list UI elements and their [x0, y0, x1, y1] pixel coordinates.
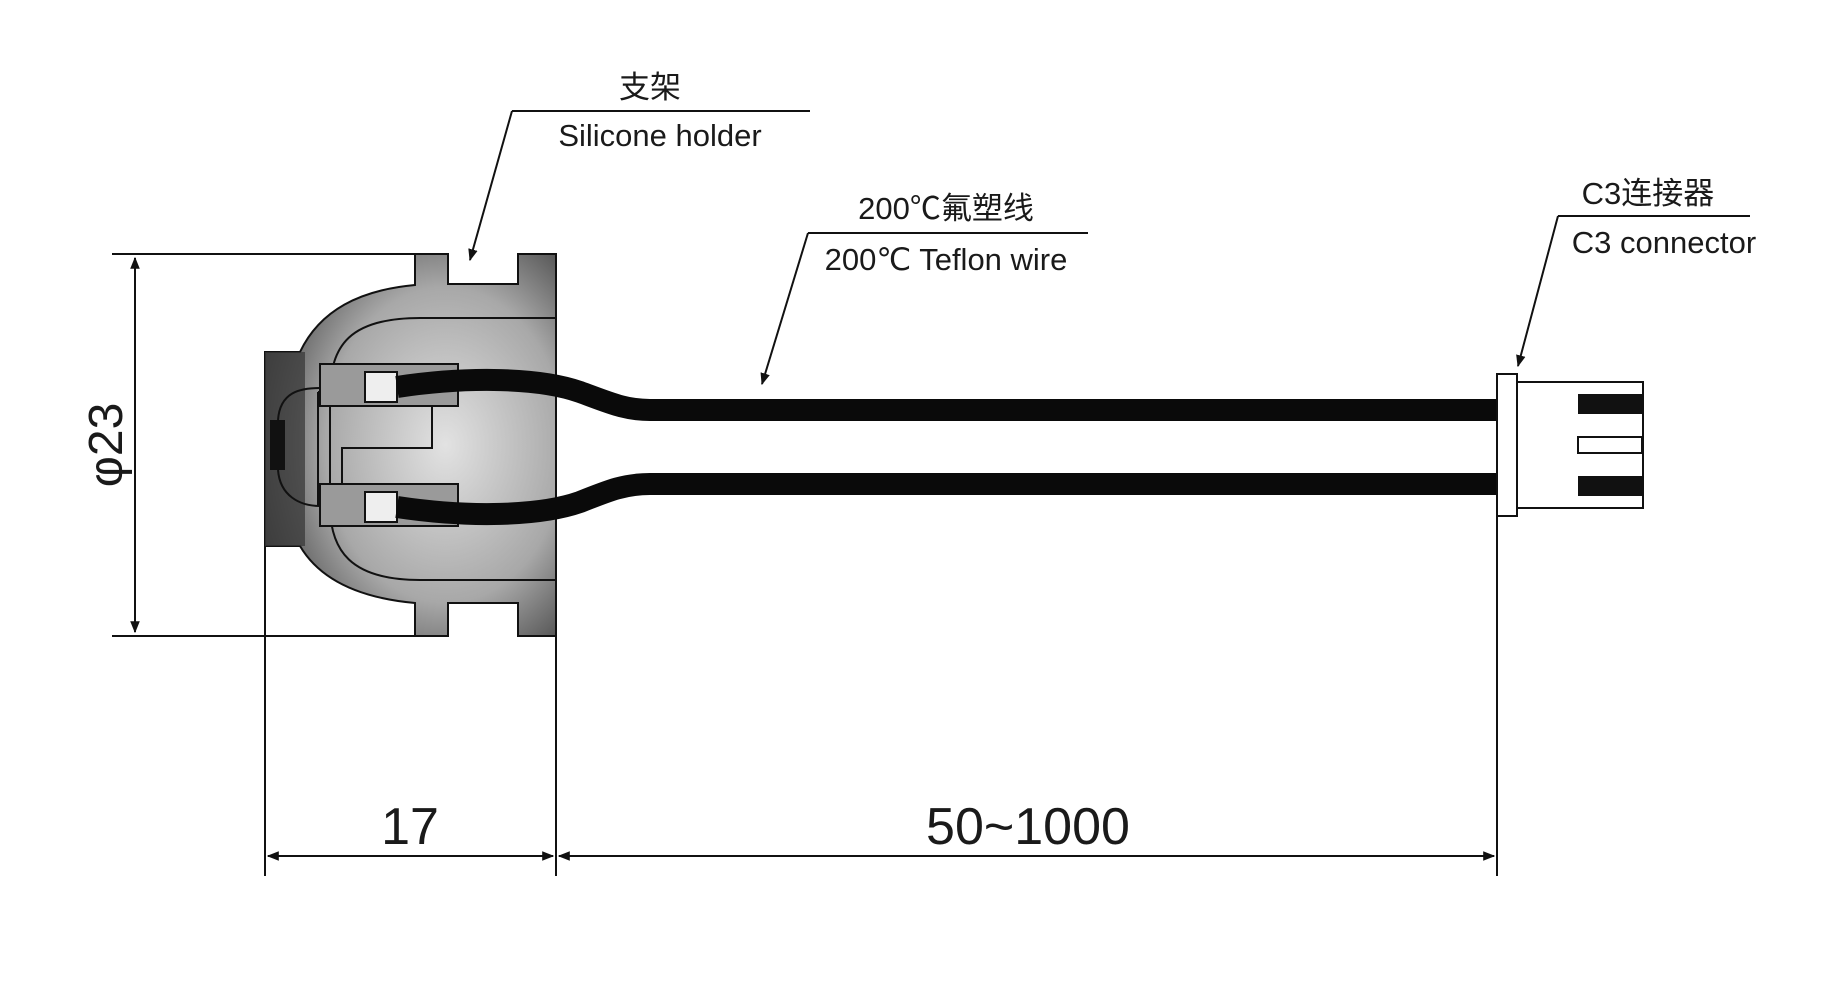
connector-pin-bottom: [1578, 476, 1642, 496]
holder-label-en: Silicone holder: [558, 118, 761, 153]
dimension-diameter: φ23: [80, 253, 420, 637]
chip-lead-lower: [277, 469, 321, 507]
connector-pin-middle: [1577, 436, 1643, 454]
holder-outline: [264, 253, 557, 637]
body-length-value: 17: [381, 798, 439, 856]
diameter-value: φ23: [80, 403, 133, 488]
dimension-cable-length: 50~1000: [557, 516, 1498, 876]
chip-lead-upper: [277, 387, 321, 421]
cable-length-value: 50~1000: [926, 798, 1130, 856]
sensor-chip: [270, 420, 285, 470]
wire-label-cn: 200℃氟塑线: [858, 191, 1034, 226]
connector-pin-top: [1578, 394, 1642, 414]
connector-label-cn: C3连接器: [1582, 176, 1715, 211]
connector-flange: [1496, 373, 1518, 517]
dimension-body-length: 17: [264, 546, 557, 876]
lower-wire: [395, 473, 1497, 526]
holder-inner-outline: [329, 317, 556, 581]
wire-label-en: 200℃ Teflon wire: [825, 242, 1068, 277]
callout-connector: C3连接器 C3 connector: [1516, 176, 1756, 368]
sensor-body: [264, 253, 557, 637]
callout-holder: 支架 Silicone holder: [468, 70, 810, 262]
callout-wire: 200℃氟塑线 200℃ Teflon wire: [760, 191, 1088, 386]
upper-crimp: [364, 371, 398, 403]
connector-label-en: C3 connector: [1572, 225, 1756, 260]
upper-wire: [395, 368, 1497, 421]
c3-connector: [1496, 373, 1644, 517]
lower-crimp: [364, 491, 398, 523]
holder-label-cn: 支架: [619, 70, 681, 105]
teflon-wires: [395, 368, 1497, 526]
